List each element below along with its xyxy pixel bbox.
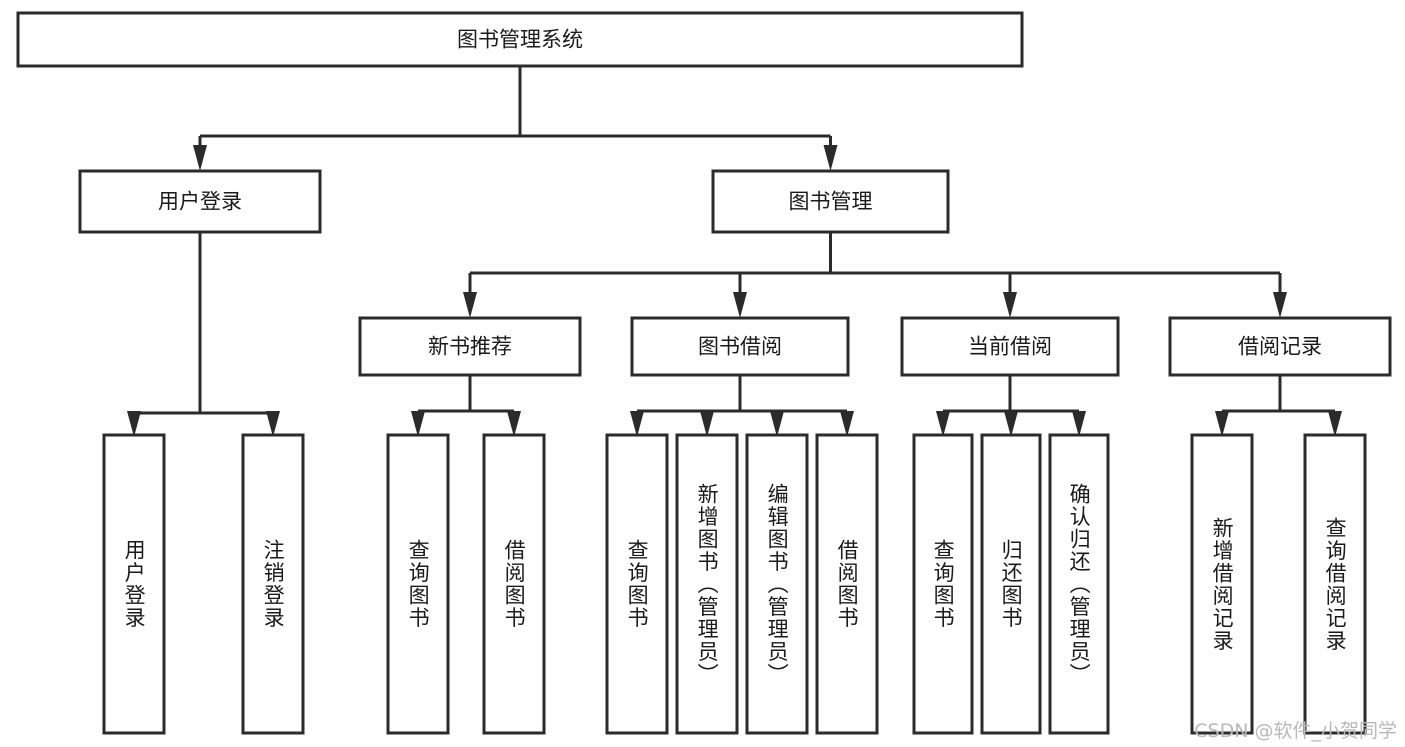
node-leaf-9[interactable]	[980, 433, 1042, 735]
node-leaf-1-rect[interactable]	[241, 433, 305, 735]
arrow-head-icon	[630, 411, 644, 437]
node-leaf-5-rect[interactable]	[675, 433, 739, 735]
node-level3-3[interactable]	[1168, 316, 1392, 377]
arrow-head-icon	[1215, 411, 1229, 437]
arrow-head-icon	[266, 411, 280, 437]
arrow-head-icon	[463, 292, 477, 318]
node-leaf-3-rect[interactable]	[482, 433, 546, 735]
node-level3-1[interactable]	[630, 316, 850, 377]
arrow-head-icon	[840, 411, 854, 437]
node-leaf-3[interactable]	[482, 433, 546, 735]
arrow-head-icon	[1328, 411, 1342, 437]
node-level3-3-rect[interactable]	[1168, 316, 1392, 377]
node-leaf-7[interactable]	[815, 433, 879, 735]
node-leaf-7-rect[interactable]	[815, 433, 879, 735]
node-leaf-11-rect[interactable]	[1190, 433, 1254, 735]
arrow-head-icon	[1072, 411, 1086, 437]
arrow-head-icon	[1003, 292, 1017, 318]
node-level3-2-rect[interactable]	[900, 316, 1120, 377]
node-leaf-5[interactable]	[675, 433, 739, 735]
node-level3-0-label: 新书推荐	[428, 335, 512, 359]
connectors-layer	[127, 66, 1342, 437]
node-leaf-1[interactable]	[241, 433, 305, 735]
arrow-head-icon	[193, 145, 207, 171]
node-level3-1-label: 图书借阅	[698, 335, 782, 359]
node-leaf-6[interactable]	[745, 433, 809, 735]
arrow-head-icon	[700, 411, 714, 437]
node-root-rect[interactable]	[16, 11, 1024, 68]
watermark-text: CSDN @软件_小贺同学	[1194, 720, 1397, 742]
node-level3-0[interactable]	[358, 316, 582, 377]
node-leaf-6-rect[interactable]	[745, 433, 809, 735]
node-level2-0[interactable]	[78, 169, 322, 234]
arrow-head-icon	[770, 411, 784, 437]
node-level2-1-rect[interactable]	[711, 169, 950, 234]
node-level3-2-label: 当前借阅	[968, 335, 1052, 359]
node-level2-1-label: 图书管理	[789, 190, 873, 214]
node-leaf-12-rect[interactable]	[1303, 433, 1367, 735]
node-leaf-4[interactable]	[605, 433, 669, 735]
arrow-head-icon	[1004, 411, 1018, 437]
node-root-label: 图书管理系统	[457, 28, 583, 52]
arrow-head-icon	[1273, 292, 1287, 318]
arrow-head-icon	[823, 145, 838, 171]
node-leaf-8[interactable]	[912, 433, 974, 735]
node-leaf-11[interactable]	[1190, 433, 1254, 735]
node-leaf-2-rect[interactable]	[386, 433, 450, 735]
arrow-head-icon	[936, 411, 950, 437]
node-leaf-10-rect[interactable]	[1048, 433, 1110, 735]
node-leaf-9-rect[interactable]	[980, 433, 1042, 735]
node-level2-0-rect[interactable]	[78, 169, 322, 234]
arrow-head-icon	[411, 411, 425, 437]
node-level3-2[interactable]	[900, 316, 1120, 377]
node-leaf-8-rect[interactable]	[912, 433, 974, 735]
node-level3-3-label: 借阅记录	[1238, 335, 1322, 359]
arrow-head-icon	[733, 292, 747, 318]
node-leaf-10[interactable]	[1048, 433, 1110, 735]
node-leaf-4-rect[interactable]	[605, 433, 669, 735]
node-leaf-0[interactable]	[102, 433, 166, 735]
node-level2-1[interactable]	[711, 169, 950, 234]
arrow-head-icon	[127, 411, 141, 437]
arrow-head-icon	[507, 411, 521, 437]
node-leaf-2[interactable]	[386, 433, 450, 735]
node-level3-1-rect[interactable]	[630, 316, 850, 377]
node-level3-0-rect[interactable]	[358, 316, 582, 377]
node-level2-0-label: 用户登录	[158, 190, 242, 214]
node-leaf-0-rect[interactable]	[102, 433, 166, 735]
node-leaf-12[interactable]	[1303, 433, 1367, 735]
node-root[interactable]	[16, 11, 1024, 68]
